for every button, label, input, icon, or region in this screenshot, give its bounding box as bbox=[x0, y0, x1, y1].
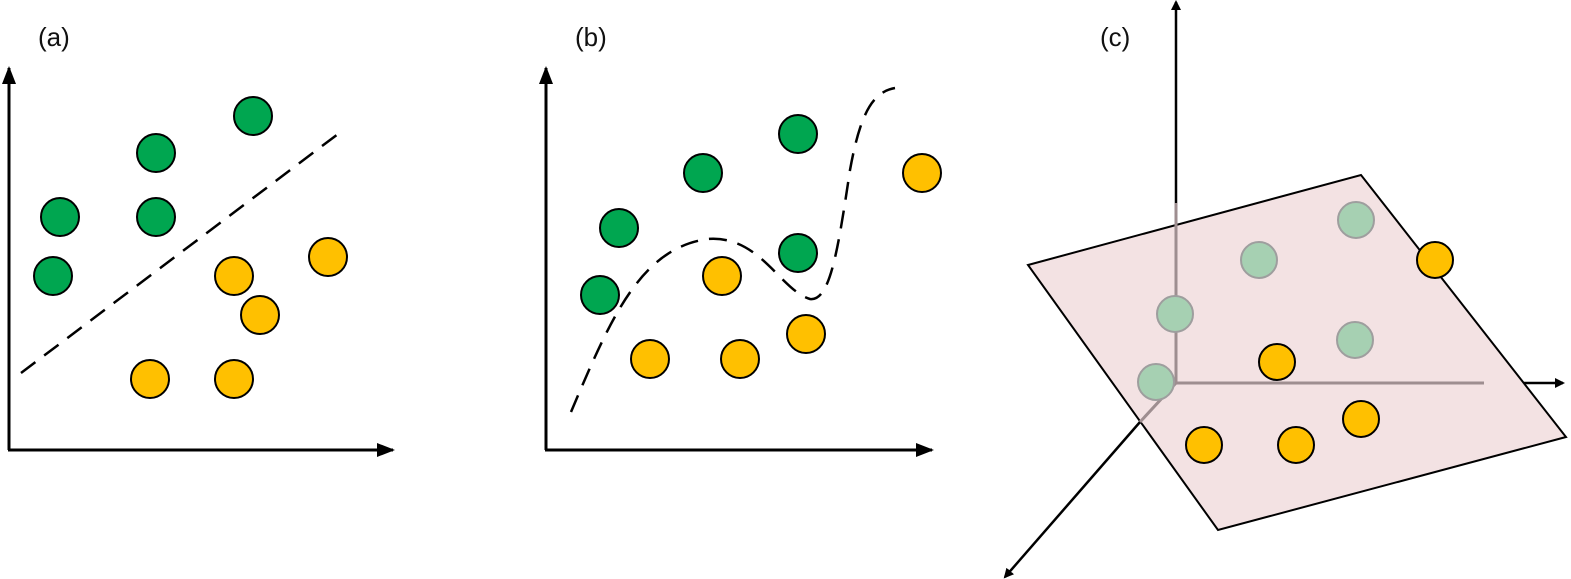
panel-b: (b) bbox=[539, 22, 942, 457]
panel-a: (a) bbox=[1, 22, 395, 457]
depth-axis bbox=[1003, 421, 1141, 579]
linear-boundary bbox=[20, 133, 339, 374]
points-a bbox=[33, 96, 348, 399]
panel-b-label: (b) bbox=[575, 22, 607, 52]
panel-c: (c) bbox=[1003, 0, 1568, 579]
separating-plane bbox=[1026, 173, 1568, 532]
panel-c-label: (c) bbox=[1100, 22, 1130, 52]
points-c-yellow bbox=[1185, 241, 1454, 464]
points-b bbox=[580, 114, 942, 379]
panel-a-label: (a) bbox=[38, 22, 70, 52]
points-c-green bbox=[1137, 201, 1375, 401]
